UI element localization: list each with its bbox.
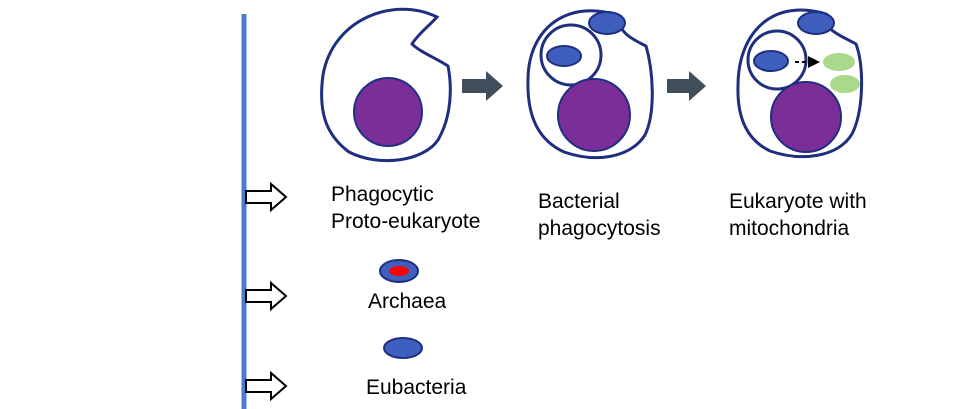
legend-label-archaea: Archaea xyxy=(368,290,447,313)
nucleus xyxy=(557,78,631,152)
timeline-marker-arrow-icon xyxy=(245,280,288,312)
nucleus xyxy=(770,81,842,153)
eubacteria-symbol xyxy=(383,337,423,359)
free-bacterium xyxy=(797,11,835,35)
step-arrow-icon xyxy=(667,71,706,101)
label-line: Eukaryote with xyxy=(729,190,867,213)
step-arrow-icon xyxy=(462,71,503,101)
archaea-core xyxy=(389,266,409,276)
archaea-symbol xyxy=(379,259,419,283)
stage-label-proto-eukaryote: Phagocytic Proto-eukaryote xyxy=(331,181,480,235)
free-bacterium xyxy=(588,11,626,35)
mitochondrion xyxy=(823,53,855,71)
engulfed-bacterium xyxy=(546,45,582,67)
stage-label-eukaryote: Eukaryote with mitochondria xyxy=(729,188,867,242)
timeline-marker-arrow-icon xyxy=(245,181,288,213)
label-line: mitochondria xyxy=(729,217,850,240)
label-line: Phagocytic xyxy=(331,183,434,206)
legend-label-eubacteria: Eubacteria xyxy=(366,376,467,399)
eukaryote-cell xyxy=(736,8,864,159)
proto-eukaryote-cell xyxy=(320,7,452,163)
label-line: phagocytosis xyxy=(538,217,661,240)
phagocytosis-cell xyxy=(526,9,654,160)
engulfed-bacterium xyxy=(753,50,789,72)
stage-label-phagocytosis: Bacterial phagocytosis xyxy=(538,188,661,242)
conversion-arrow-icon xyxy=(808,56,820,68)
mitochondrion xyxy=(830,75,860,93)
nucleus xyxy=(353,77,423,147)
label-line: Proto-eukaryote xyxy=(331,210,481,233)
timeline-marker-arrow-icon xyxy=(245,370,288,402)
label-line: Bacterial xyxy=(538,190,620,213)
